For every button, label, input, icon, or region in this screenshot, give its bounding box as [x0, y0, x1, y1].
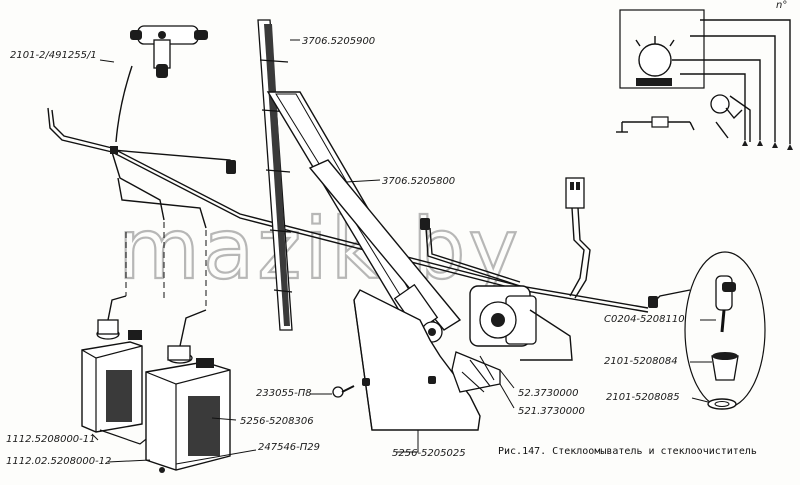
- corner-mark: n°: [776, 0, 787, 11]
- label-blade: 3706.5205900: [302, 36, 375, 47]
- motor-leader-2: [499, 383, 515, 409]
- label-bolt: 233055-П8: [256, 388, 312, 399]
- label-bracket: 5256-5205025: [392, 448, 466, 459]
- label-reservoir-2: 1112.02.5208000-12: [6, 456, 111, 467]
- label-reservoir-1: 1112.5208000-11: [6, 434, 96, 445]
- wiper-arm: [266, 91, 462, 343]
- label-motor-1: 52.3730000: [518, 388, 578, 399]
- arm-leader: [345, 179, 381, 183]
- tee-label-leader: [99, 59, 115, 63]
- screw-leader: [175, 449, 257, 465]
- figure-caption: Рис.147. Стеклоомыватель и стеклоочистит…: [498, 446, 757, 457]
- motor-leader-1: [499, 369, 515, 389]
- motor-connector: [565, 177, 591, 299]
- clamp-leader: [211, 417, 237, 421]
- electrical-schematic: [616, 9, 793, 150]
- label-nozzle-seal: 2101-5208084: [604, 356, 678, 367]
- bracket-leader: [396, 430, 419, 453]
- label-clamp: 5256-5208306: [240, 416, 314, 427]
- nozzle-mount: [648, 296, 658, 308]
- tee-fitting: [130, 25, 208, 78]
- wiper-motor: [451, 285, 573, 393]
- wiper-blade: [257, 19, 293, 331]
- bolt: [332, 385, 355, 398]
- watermark: mazik.by: [118, 200, 521, 298]
- reservoir-front: [145, 345, 231, 473]
- label-nozzle: С0204-5208110: [604, 314, 685, 325]
- label-arm: 3706.5205800: [382, 176, 455, 187]
- label-motor-2: 521.3730000: [518, 406, 585, 417]
- reservoir2-leader: [107, 459, 151, 463]
- reservoir1-leader: [91, 433, 99, 441]
- label-tee: 2101-2/491255/1: [10, 50, 97, 61]
- nozzle-callout: [684, 251, 766, 410]
- label-washer: 2101-5208085: [606, 392, 680, 403]
- reservoir-rear: [81, 319, 151, 445]
- label-screw: 247546-П29: [258, 442, 320, 453]
- reservoir-hose-rear: [107, 295, 127, 321]
- reservoir-hose-front: [179, 309, 207, 347]
- tee-leader: [115, 65, 133, 143]
- washer-leader: [691, 397, 709, 403]
